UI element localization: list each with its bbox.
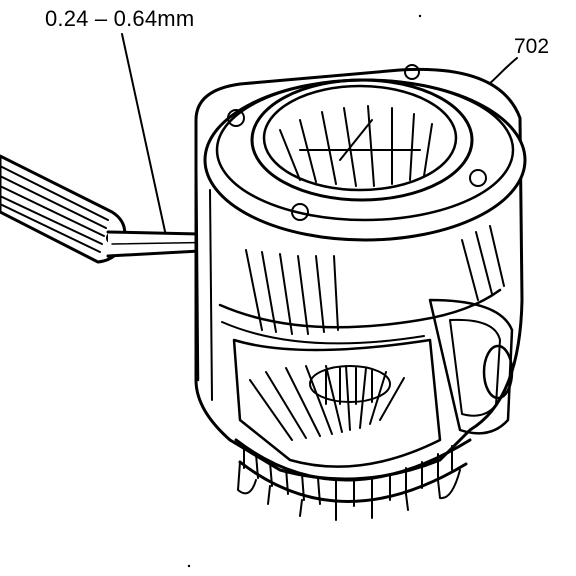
thrust-washer-ring [203, 64, 527, 242]
clearance-spec-label: 0.24 – 0.64mm [45, 6, 195, 31]
pinion-gears [245, 105, 505, 441]
clearance-leader-line [121, 33, 167, 237]
part-number-label: 702 [514, 35, 550, 58]
ring-gear-teeth [234, 438, 472, 521]
